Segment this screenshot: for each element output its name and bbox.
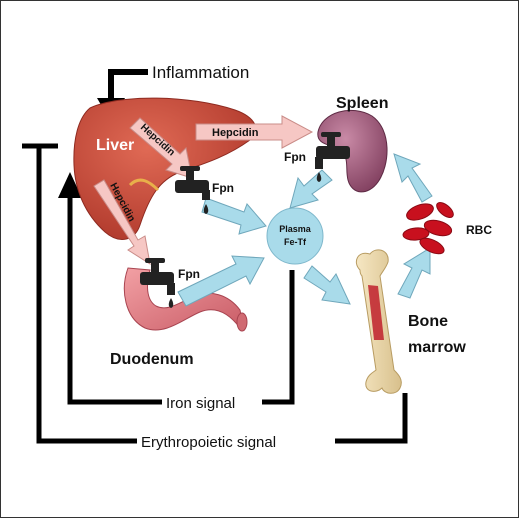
hepcidin-label-spleen: Hepcidin [212,127,259,139]
plasma-node [266,207,324,265]
flow-arrow-spleen-to-plasma [289,169,333,209]
flow-arrow-bone-to-rbc [397,247,431,299]
fpn-faucet-spleen [315,132,350,182]
plasma-label-line2: Fe-Tf [284,237,307,247]
fpn-label-duodenum: Fpn [178,267,200,281]
fpn-faucet-duodenum [140,258,175,308]
iron-signal-label: Iron signal [166,395,235,412]
gallbladder-duct [128,178,160,192]
iron-signal-arrowhead [58,172,82,198]
rbc-cluster [402,202,454,255]
bone-label-line1: Bone [408,313,448,330]
flow-arrow-duodenum-to-plasma [177,255,265,307]
hepcidin-arrow-to-duodenum [93,179,151,266]
flow-arrow-liver-to-plasma [201,197,267,235]
erythropoietic-signal-line [22,143,408,444]
flow-arrow-plasma-to-bone [303,265,351,305]
hepcidin-arrow-to-liver-fpn [129,117,193,179]
plasma-label-line1: Plasma [279,224,312,234]
spleen-label: Spleen [336,95,388,112]
duodenum-label: Duodenum [110,351,194,368]
fpn-faucet-liver [175,166,210,214]
bone-marrow-shape [355,249,402,394]
rbc-label: RBC [466,223,492,237]
hepcidin-arrow-to-spleen [195,115,314,149]
inflammation-label: Inflammation [152,63,249,82]
fpn-label-liver: Fpn [212,181,234,195]
flow-arrow-rbc-to-spleen [393,153,433,203]
duodenum-end [236,312,248,332]
erythropoietic-signal-label: Erythropoietic signal [141,434,276,451]
bone-label-line2: marrow [408,339,466,356]
fpn-label-spleen: Fpn [284,150,306,164]
iron-signal-line [67,195,295,405]
liver-label: Liver [96,137,134,154]
